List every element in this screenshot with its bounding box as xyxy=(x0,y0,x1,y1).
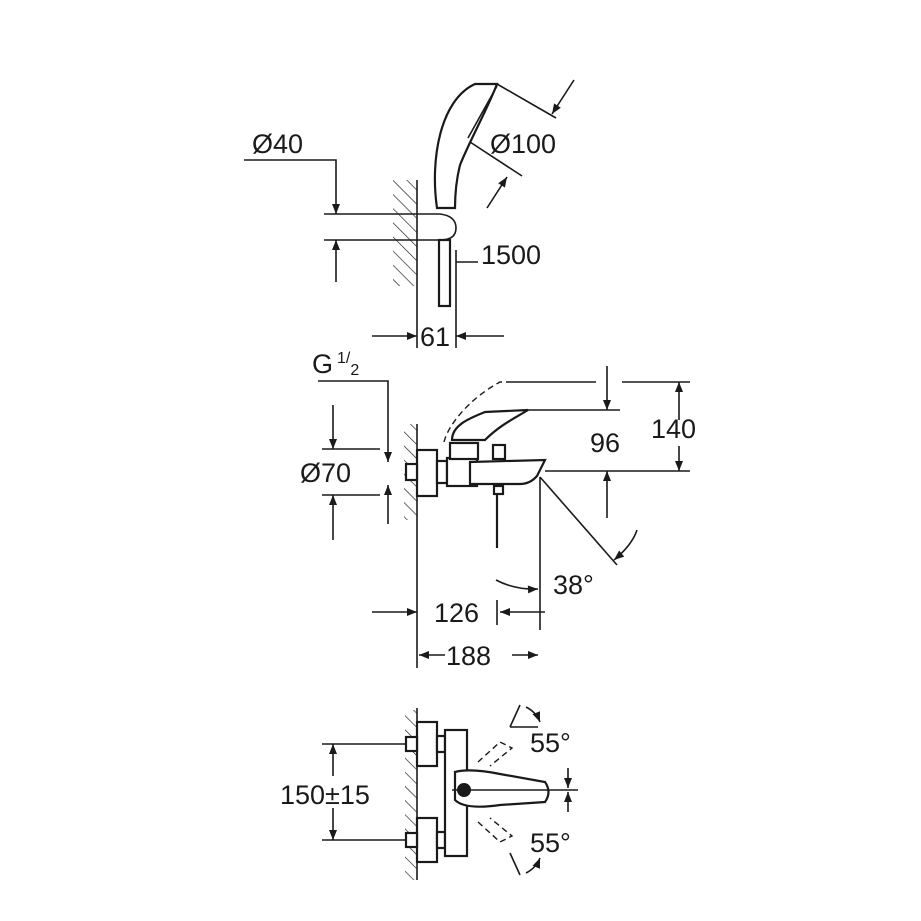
upper-escutcheon xyxy=(415,720,439,768)
lever-height-label: 96 xyxy=(590,428,620,458)
total-height-label: 140 xyxy=(651,414,696,444)
front-view: 55° 55° 150±15 xyxy=(280,704,578,880)
projection-61-label: 61 xyxy=(420,322,450,352)
shower-hose xyxy=(437,238,452,308)
holder-diameter-label: Ø40 xyxy=(252,129,303,159)
escutcheon xyxy=(415,448,439,498)
lever xyxy=(450,408,529,442)
spout xyxy=(468,458,547,486)
shower-holder xyxy=(324,213,457,241)
lower-escutcheon xyxy=(415,816,439,864)
centre-distance-label: 150±15 xyxy=(280,780,370,810)
lever-angle-up-label: 55° xyxy=(530,728,571,758)
outlet-distance-label: 126 xyxy=(434,598,479,628)
lever-open-outline xyxy=(443,381,506,443)
hose-length-label: 1500 xyxy=(481,240,541,270)
hand-shower-view: Ø40 Ø100 1500 61 xyxy=(244,79,575,352)
total-projection-label: 188 xyxy=(446,641,491,671)
escutcheon-diameter-label: Ø70 xyxy=(300,458,351,488)
wall-connector xyxy=(404,462,419,482)
wall-hatch xyxy=(393,180,417,286)
shower-diameter-label: Ø100 xyxy=(490,129,556,159)
spout-angle-label: 38° xyxy=(553,570,594,600)
lever-angle-down-label: 55° xyxy=(530,828,571,858)
front-lever xyxy=(453,769,550,808)
